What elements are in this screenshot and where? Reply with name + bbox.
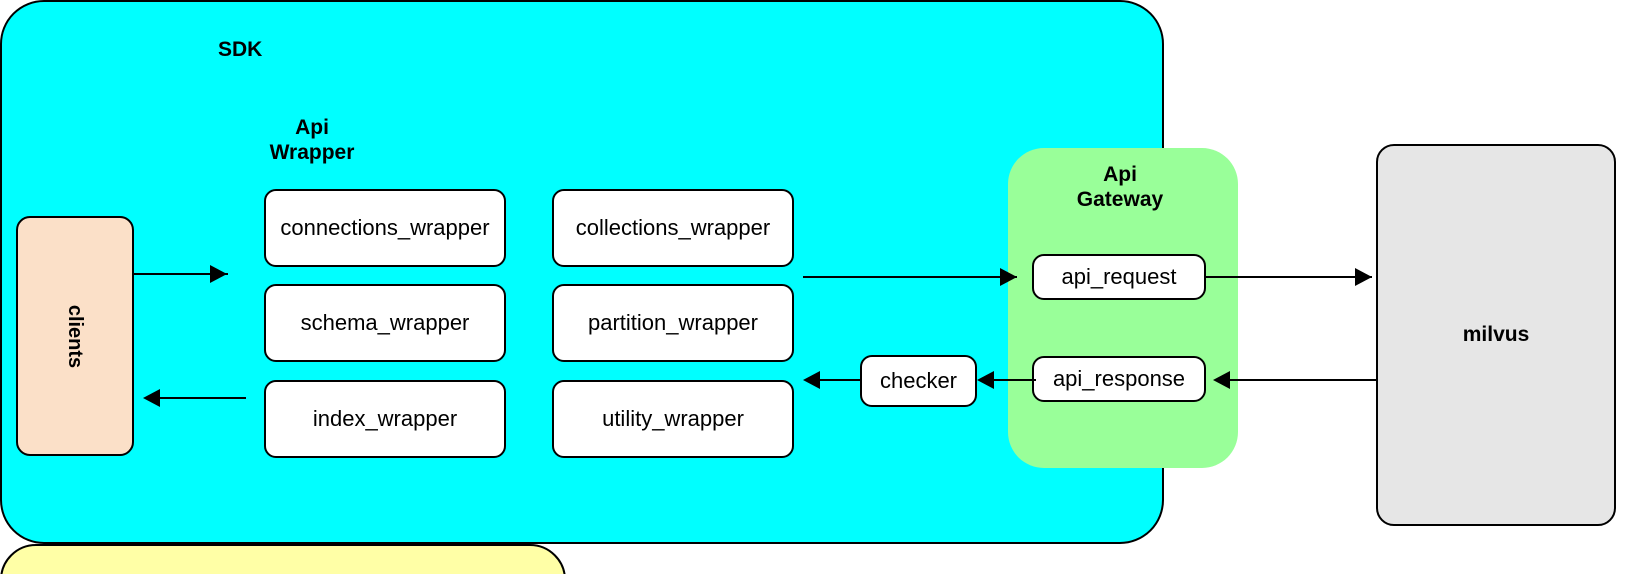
clients-node[interactable]: clients xyxy=(16,216,134,456)
api-wrapper-container[interactable] xyxy=(0,544,566,574)
sdk-title: SDK xyxy=(218,38,263,61)
node-utility-wrapper[interactable]: utility_wrapper xyxy=(552,380,794,458)
arrowhead-api-wrapper-to-clients-icon xyxy=(143,389,160,407)
connector-milvus-to-api-response xyxy=(1230,379,1376,381)
arrowhead-api-wrapper-to-api-request-icon xyxy=(1000,268,1017,286)
arrowhead-clients-to-api-wrapper-icon xyxy=(210,265,227,283)
milvus-label: milvus xyxy=(1462,323,1530,346)
node-connections-wrapper[interactable]: connections_wrapper xyxy=(264,189,506,267)
node-api-response[interactable]: api_response xyxy=(1032,356,1206,402)
node-checker[interactable]: checker xyxy=(860,355,977,407)
milvus-node[interactable]: milvus xyxy=(1376,144,1616,526)
node-api-request[interactable]: api_request xyxy=(1032,254,1206,300)
connector-api-wrapper-to-api-request xyxy=(803,276,1017,278)
node-collections-wrapper[interactable]: collections_wrapper xyxy=(552,189,794,267)
connector-api-response-to-checker xyxy=(994,379,1036,381)
connector-api-wrapper-to-clients xyxy=(160,397,246,399)
node-partition-wrapper[interactable]: partition_wrapper xyxy=(552,284,794,362)
clients-label: clients xyxy=(64,304,87,368)
api-gateway-title: Api Gateway xyxy=(1076,163,1164,211)
node-schema-wrapper[interactable]: schema_wrapper xyxy=(264,284,506,362)
arrowhead-api-request-to-milvus-icon xyxy=(1355,268,1372,286)
arrowhead-checker-to-api-wrapper-icon xyxy=(803,371,820,389)
api-gateway-container[interactable] xyxy=(1008,148,1238,468)
arrowhead-api-response-to-checker-icon xyxy=(977,371,994,389)
arrowhead-milvus-to-api-response-icon xyxy=(1213,371,1230,389)
connector-checker-to-api-wrapper xyxy=(820,379,862,381)
api-wrapper-title: Api Wrapper xyxy=(269,116,355,164)
connector-api-request-to-milvus xyxy=(1206,276,1372,278)
node-index-wrapper[interactable]: index_wrapper xyxy=(264,380,506,458)
sdk-container[interactable] xyxy=(0,0,1164,544)
connector-clients-to-api-wrapper xyxy=(134,273,228,275)
